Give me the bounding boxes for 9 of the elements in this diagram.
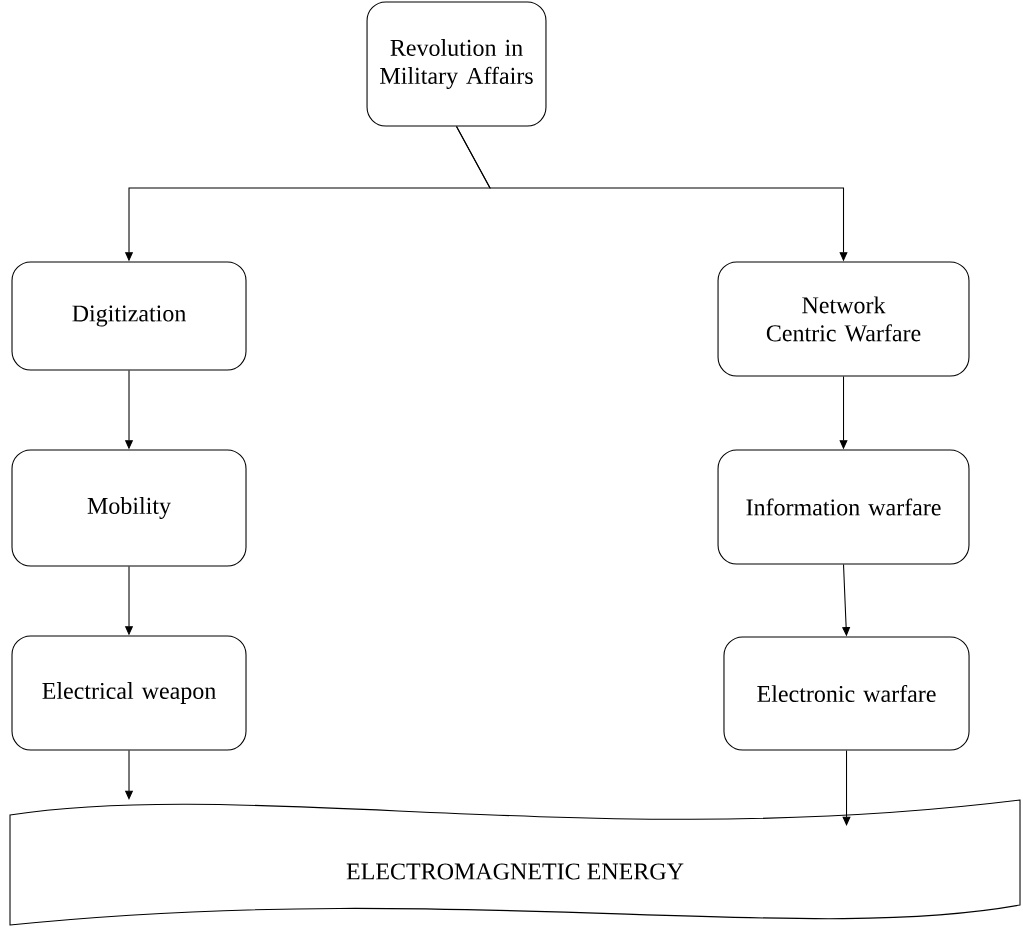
process-box: Information warfare — [717, 449, 970, 565]
banner: ELECTROMAGNETIC ENERGY — [9, 799, 1021, 926]
process-box: Revolution in Military Affairs — [366, 1, 547, 127]
process-box: Electrical weapon — [11, 635, 247, 751]
process-box: Digitization — [11, 261, 247, 371]
arrow — [842, 750, 851, 826]
process-box: Network Centric Warfare — [717, 261, 970, 377]
process-box: Mobility — [11, 449, 247, 567]
process-box: Electronic warfare — [723, 636, 970, 751]
